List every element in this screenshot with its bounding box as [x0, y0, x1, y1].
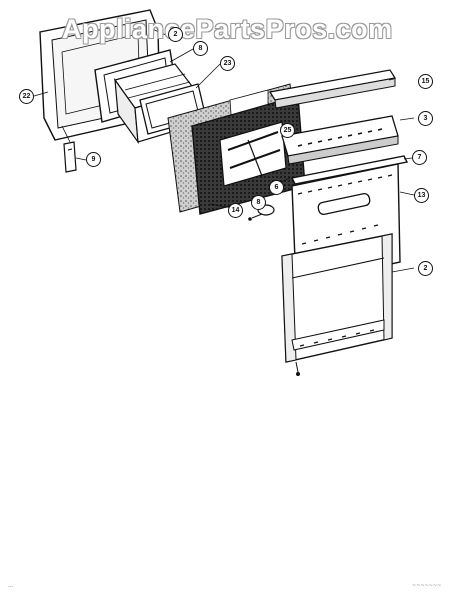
callout-8-top: 8 [193, 41, 208, 56]
part-latch [63, 141, 77, 173]
footnote-left: --- [8, 584, 14, 590]
callout-9: 9 [86, 152, 101, 167]
callout-22: 22 [19, 89, 34, 104]
part-vent-panel [281, 115, 399, 165]
callout-2-top: 2 [168, 27, 183, 42]
footnote-right: ~~~~~~~ [412, 583, 442, 589]
watermark: AppliancePartsPros.com [62, 14, 393, 44]
callout-3: 3 [418, 111, 433, 126]
callout-2-lower: 2 [418, 261, 433, 276]
callout-7: 7 [412, 150, 427, 165]
part-door-handle [290, 155, 409, 185]
part-lower-door-frame [281, 233, 393, 376]
callout-13: 13 [414, 188, 429, 203]
callout-23: 23 [220, 56, 235, 71]
callout-14: 14 [228, 203, 243, 218]
callout-15: 15 [418, 74, 433, 89]
callout-8-lower: 8 [251, 195, 266, 210]
callout-6: 6 [269, 180, 284, 195]
part-top-trim [269, 69, 396, 109]
callout-25: 25 [280, 123, 295, 138]
